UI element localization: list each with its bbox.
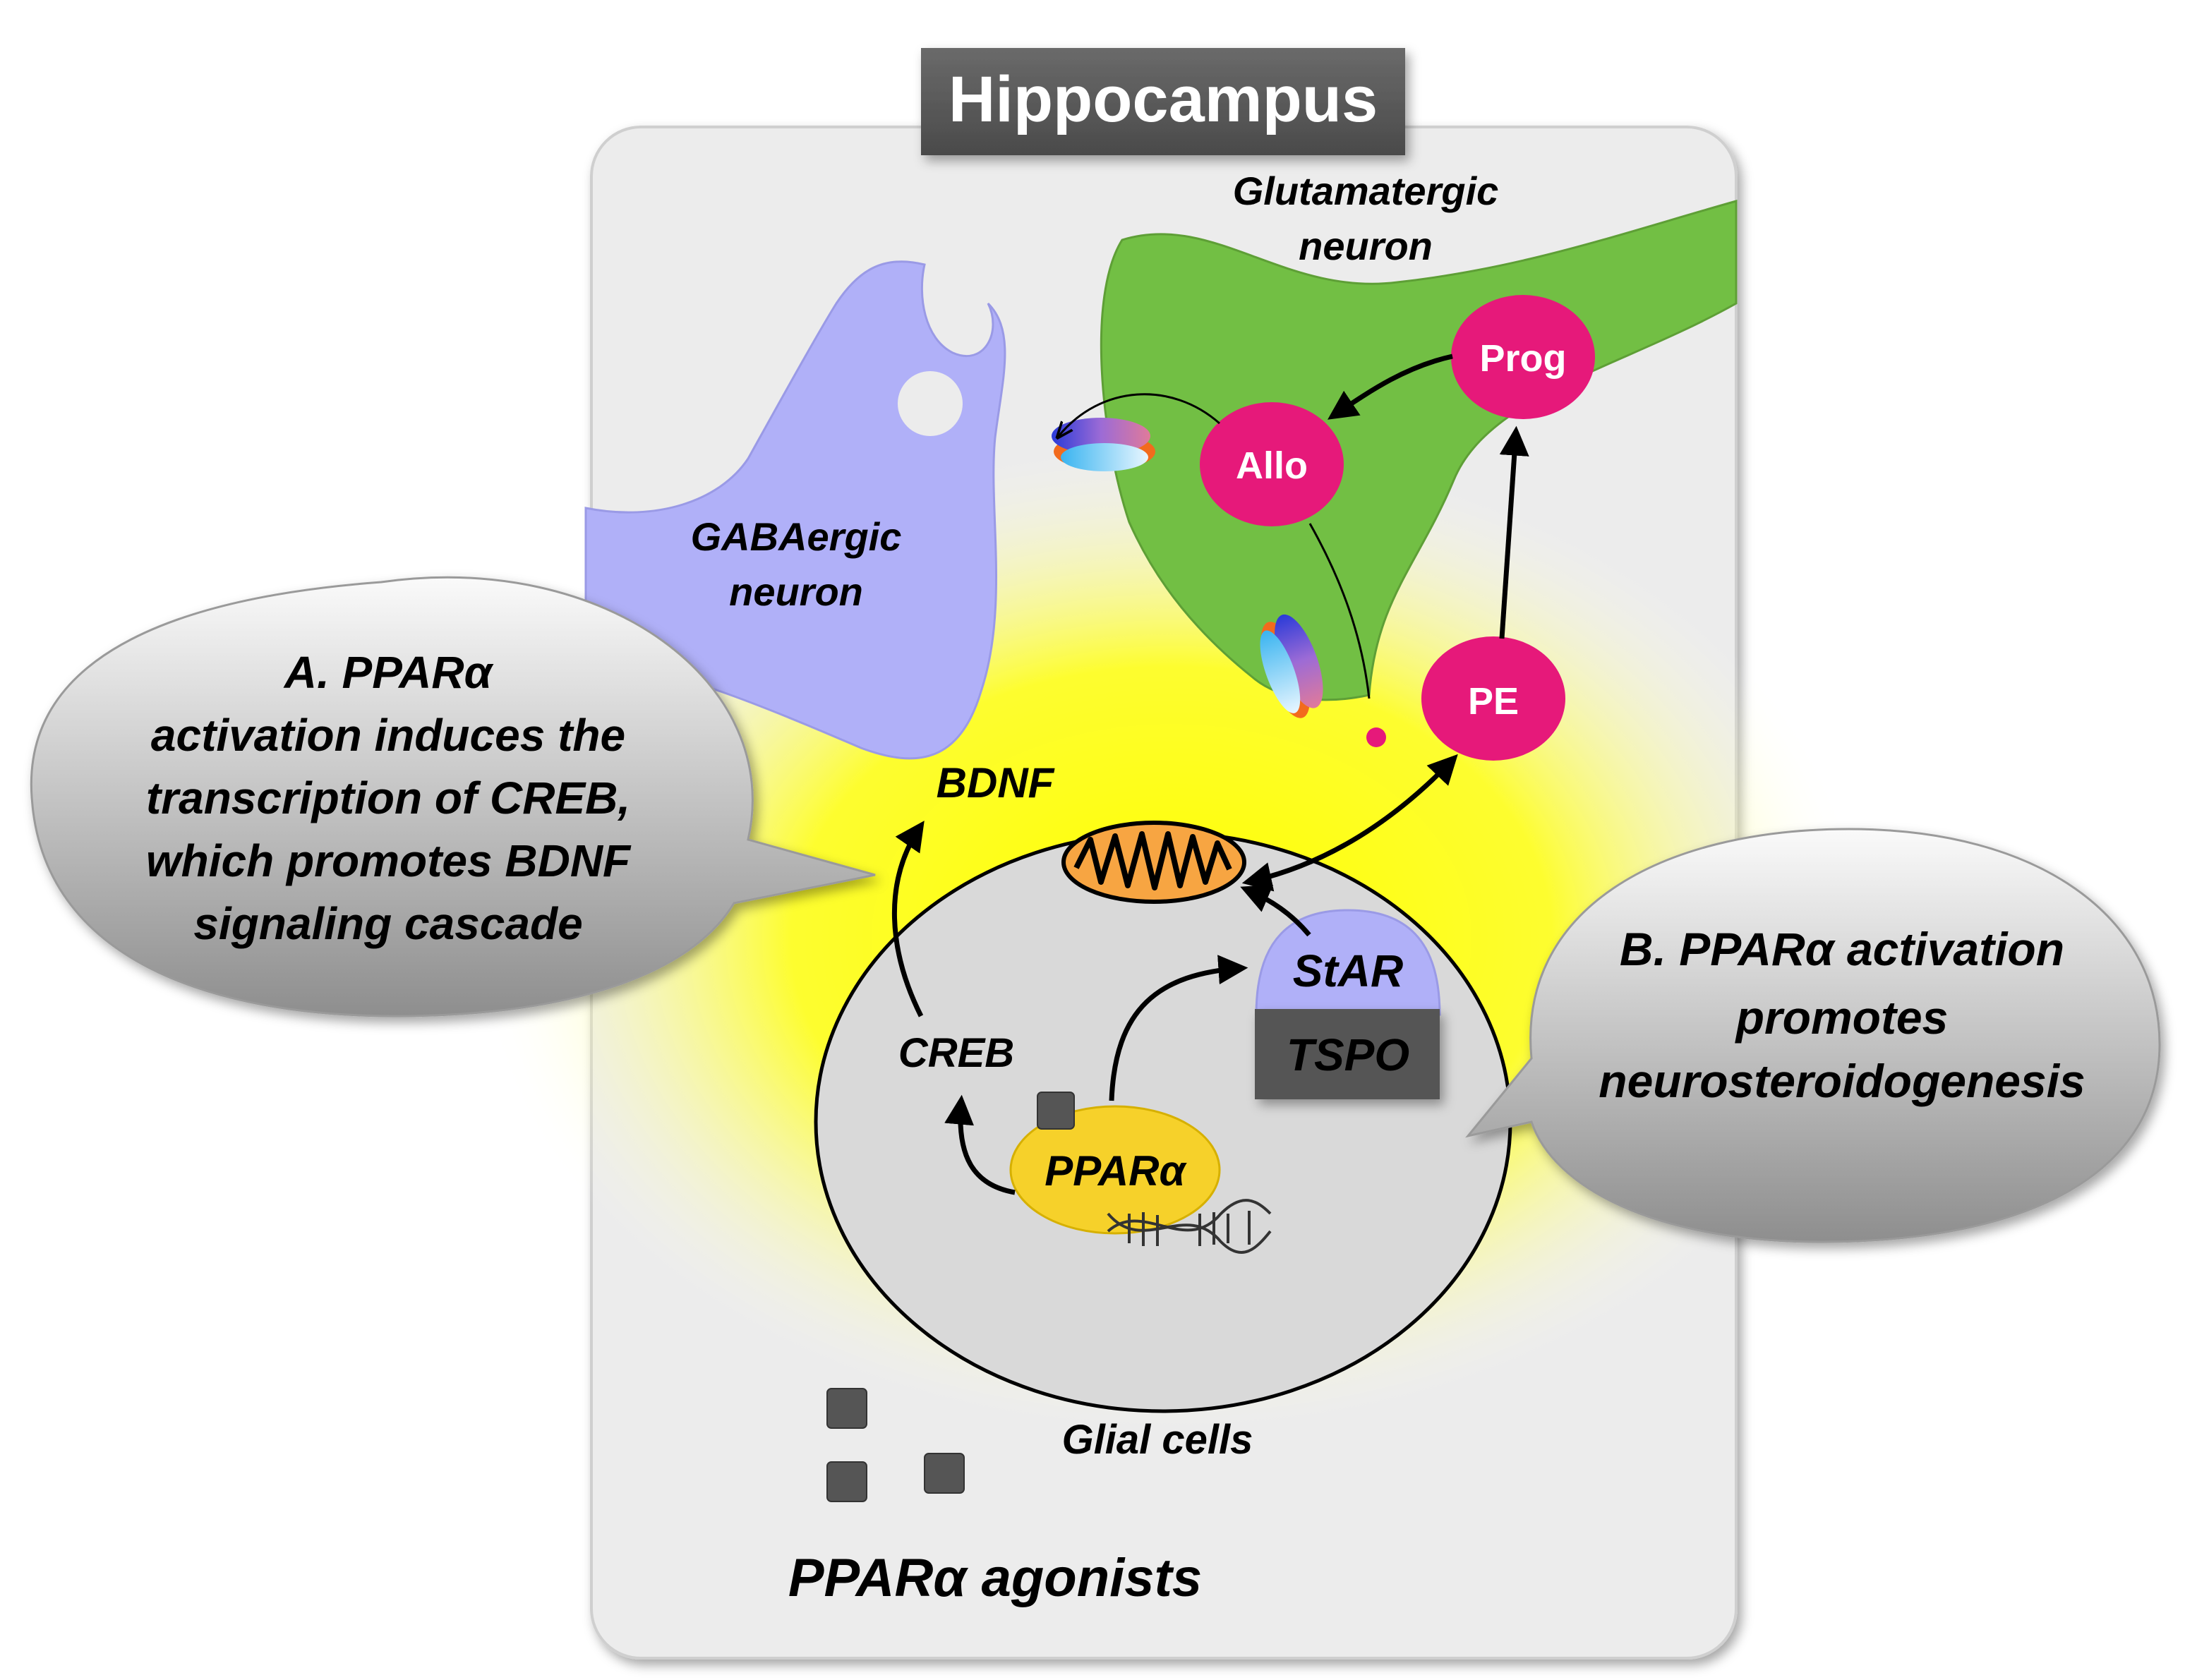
callout-a-line-4: which promotes BDNF bbox=[146, 835, 632, 886]
arrow-pe-to-prog bbox=[1499, 425, 1529, 639]
ppara-label: PPARα bbox=[1045, 1147, 1187, 1195]
ligand-dot bbox=[1366, 727, 1386, 747]
callout-b-line-2: promotes bbox=[1735, 991, 1949, 1044]
pe-label: PE bbox=[1468, 680, 1519, 723]
callout-a-line-1: A. PPARα bbox=[283, 647, 494, 698]
agonist-square-2 bbox=[826, 1461, 867, 1502]
title-box: Hippocampus bbox=[921, 48, 1405, 155]
arrow-mito-to-pe bbox=[1241, 754, 1458, 892]
gabaergic-label-1: GABAergic bbox=[691, 514, 902, 559]
ppara-node: PPARα bbox=[1009, 1105, 1221, 1235]
page-title: Hippocampus bbox=[949, 64, 1378, 135]
glial-cells-label: Glial cells bbox=[1062, 1417, 1253, 1463]
arrow-creb-to-bdnf bbox=[892, 821, 925, 1017]
callout-a-bubble bbox=[30, 576, 876, 1017]
callout-b: B. PPARα activation promotes neurosteroi… bbox=[1465, 828, 2161, 1243]
bdnf-label: BDNF bbox=[937, 759, 1055, 806]
gabaergic-pocket bbox=[898, 371, 963, 436]
callout-b-line-1: B. PPARα activation bbox=[1620, 923, 2064, 975]
mitochondrion-icon bbox=[1061, 821, 1246, 904]
pe-node: PE bbox=[1421, 636, 1565, 761]
callout-a-line-5: signaling cascade bbox=[193, 898, 582, 949]
callout-b-line-3: neurosteroidogenesis bbox=[1599, 1055, 2085, 1107]
callout-a-line-2: activation induces the bbox=[151, 710, 625, 761]
arrow-ppara-to-creb bbox=[944, 1094, 1016, 1195]
agonist-square-1 bbox=[826, 1388, 867, 1429]
gabaergic-label-2: neuron bbox=[729, 569, 863, 614]
allo-label: Allo bbox=[1236, 445, 1308, 487]
agonist-square-bound bbox=[1037, 1092, 1075, 1130]
callout-b-bubble bbox=[1465, 828, 2161, 1243]
arrow-allo-to-receptor-left bbox=[1059, 393, 1220, 436]
prog-label: Prog bbox=[1479, 337, 1566, 380]
star-label: StAR bbox=[1293, 945, 1403, 996]
tspo-protein: TSPO bbox=[1255, 1009, 1440, 1099]
glutamatergic-label-2: neuron bbox=[1299, 224, 1433, 268]
agonists-label: PPARα agonists bbox=[788, 1548, 1202, 1608]
callout-a: A. PPARα activation induces the transcri… bbox=[30, 576, 876, 1017]
arrow-star-to-mito bbox=[1240, 884, 1311, 937]
agonist-square-3 bbox=[924, 1453, 965, 1494]
glutamatergic-label-1: Glutamatergic bbox=[1233, 169, 1499, 213]
star-protein: StAR bbox=[1255, 909, 1441, 1016]
receptor-left-icon bbox=[1052, 418, 1155, 471]
callout-a-line-3: transcription of CREB, bbox=[146, 773, 630, 823]
prog-node: Prog bbox=[1451, 295, 1595, 419]
arrow-prog-to-allo bbox=[1328, 353, 1453, 420]
creb-label: CREB bbox=[898, 1030, 1014, 1076]
arrows bbox=[892, 353, 1529, 1195]
allo-node: Allo bbox=[1200, 402, 1344, 526]
dna-icon bbox=[1107, 1199, 1272, 1255]
arrow-ppara-to-star bbox=[1109, 955, 1248, 1101]
tspo-label: TSPO bbox=[1287, 1029, 1409, 1080]
receptor-mid-icon bbox=[1260, 614, 1323, 718]
arrow-allo-to-receptor-mid bbox=[1308, 523, 1371, 699]
